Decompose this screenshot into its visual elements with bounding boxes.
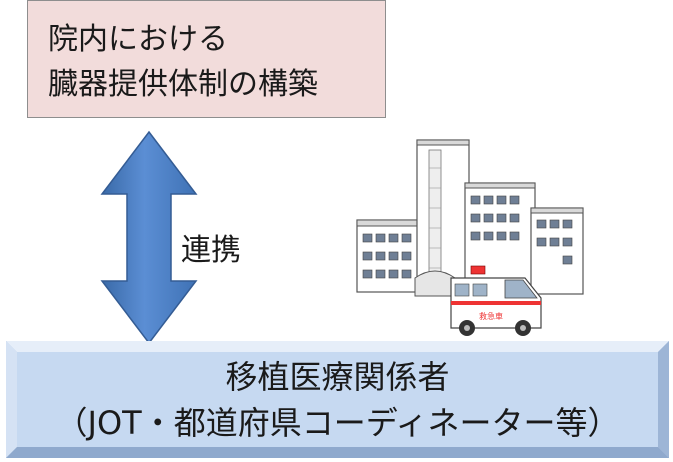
top-box-line-1: 院内における xyxy=(48,22,228,57)
bevel-frame xyxy=(6,341,669,458)
top-box-line-2: 臓器提供体制の構築 xyxy=(48,67,318,102)
svg-text:救急車: 救急車 xyxy=(479,311,503,321)
bottom-box-text: 移植医療関係者 （JOT・都道府県コーディネーター等） xyxy=(6,354,669,446)
transplant-stakeholders-box: 移植医療関係者 （JOT・都道府県コーディネーター等） xyxy=(6,341,669,458)
hospital-donation-system-box: 院内における 臓器提供体制の構築 xyxy=(27,0,386,118)
bottom-box-line-1: 移植医療関係者 xyxy=(225,358,450,396)
hospital-with-ambulance-icon: 救急車 xyxy=(356,139,584,336)
cooperation-label: 連携 xyxy=(181,233,241,268)
bottom-box-line-2: （JOT・都道府県コーディネーター等） xyxy=(55,404,620,442)
